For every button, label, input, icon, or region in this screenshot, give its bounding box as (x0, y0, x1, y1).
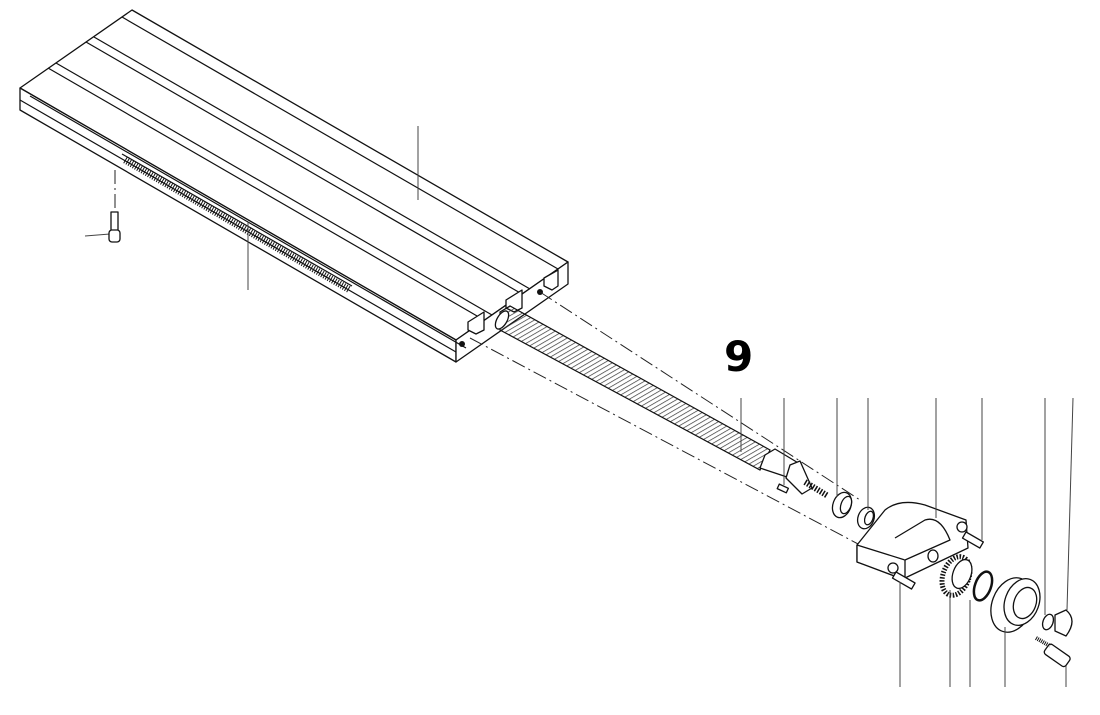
graduated-collar (939, 554, 973, 598)
leadscrew (494, 305, 830, 499)
center-line (469, 337, 861, 546)
handwheel-hub (990, 577, 1041, 633)
nut (1054, 609, 1073, 637)
table-top (19, 9, 569, 341)
machine-table (19, 9, 569, 363)
graduated-scale (121, 153, 353, 294)
leader-lines (740, 397, 1074, 687)
scale-screw (108, 170, 121, 243)
end-bracket (856, 501, 984, 590)
key (776, 483, 790, 494)
part-number-label: 9 (724, 332, 754, 381)
washer (1041, 613, 1055, 631)
o-ring (972, 570, 994, 602)
t-slots (19, 16, 559, 353)
hole (459, 341, 465, 347)
thread-end (803, 479, 830, 499)
handle (1035, 636, 1071, 668)
center-line (539, 291, 861, 501)
